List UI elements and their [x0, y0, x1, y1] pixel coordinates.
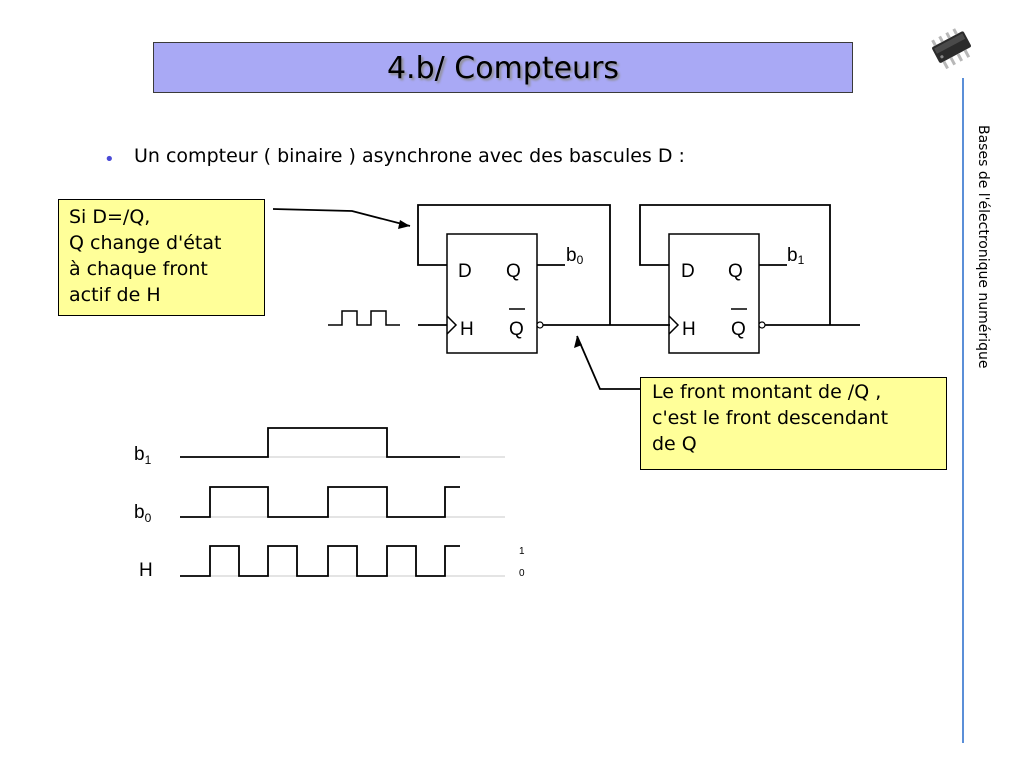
level-high-label: 1 [519, 546, 525, 557]
callout-left-line: actif de H [69, 284, 161, 306]
bullet-dot-icon: • [104, 149, 115, 170]
callout-left-line: Si D=/Q, [69, 206, 151, 228]
timing-label-h: H [139, 560, 153, 581]
callout-right-line: de Q [652, 433, 697, 455]
ff1-qbar-label: Q [509, 319, 524, 340]
bullet-text: Un compteur ( binaire ) asynchrone avec … [134, 145, 685, 167]
ff2-qbar-label: Q [731, 319, 746, 340]
callout-right-line: c'est le front descendant [652, 407, 889, 429]
title-banner: 4.b/ Compteurs [153, 42, 853, 93]
callout-left-line: à chaque front [69, 258, 208, 280]
ff1-d-label: D [458, 261, 472, 282]
timing-label-b1: b1 [134, 444, 152, 467]
ff1-h-label: H [460, 319, 474, 340]
ff2-d-label: D [681, 261, 695, 282]
level-low-label: 0 [519, 568, 525, 579]
callout-left: Si D=/Q, Q change d'état à chaque front … [58, 199, 265, 316]
slide-title: 4.b/ Compteurs [386, 51, 620, 86]
ff2-q-label: Q [728, 261, 743, 282]
ff1-q-label: Q [506, 261, 521, 282]
callout-right: Le front montant de /Q , c'est le front … [640, 377, 947, 470]
side-rule [962, 78, 964, 743]
side-label: Bases de l'électronique numérique [975, 125, 991, 369]
callout-left-line: Q change d'état [69, 232, 222, 254]
timing-label-b0: b0 [134, 502, 152, 525]
ff1-output-label: b0 [566, 245, 584, 267]
ff2-h-label: H [682, 319, 696, 340]
chip-icon [931, 28, 971, 70]
ff2-output-label: b1 [787, 245, 805, 267]
callout-right-line: Le front montant de /Q , [652, 381, 882, 403]
